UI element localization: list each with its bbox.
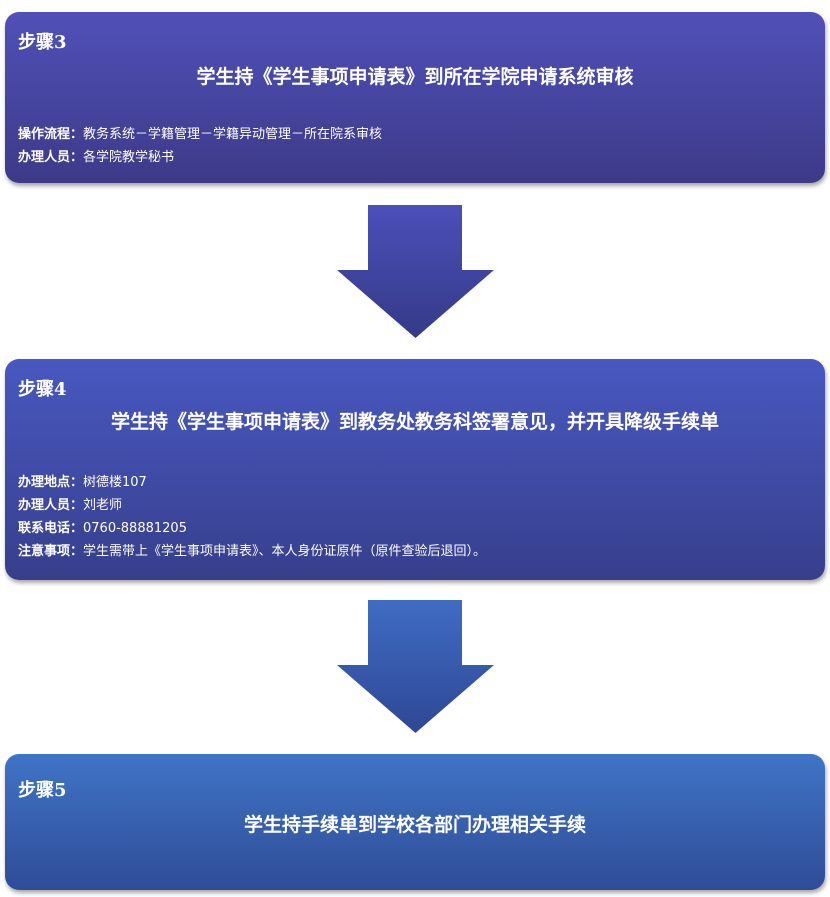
detail-key: 注意事项： — [18, 544, 84, 559]
step-title: 学生持《学生事项申请表》到教务处教务科签署意见，并开具降级手续单 — [110, 411, 719, 433]
step-4-box: 步骤4 学生持《学生事项申请表》到教务处教务科签署意见，并开具降级手续单 办理地… — [5, 359, 825, 580]
detail-key: 操作流程： — [18, 127, 84, 142]
detail-value: 各学院教学秘书 — [83, 150, 175, 165]
detail-row: 注意事项：学生需带上《学生事项申请表》、本人身份证原件（原件查验后退回）。 — [18, 540, 486, 563]
step-label: 步骤4 — [18, 379, 67, 400]
step-label: 步骤5 — [18, 780, 67, 801]
step-3-box: 步骤3 学生持《学生事项申请表》到所在学院申请系统审核 操作流程：教务系统－学籍… — [5, 12, 825, 183]
detail-row: 办理人员：各学院教学秘书 — [18, 146, 382, 169]
detail-value: 教务系统－学籍管理－学籍异动管理－所在院系审核 — [83, 127, 383, 142]
detail-key: 联系电话： — [18, 521, 84, 536]
detail-key: 办理地点： — [18, 475, 84, 490]
detail-row: 办理人员：刘老师 — [18, 494, 486, 517]
detail-value: 学生需带上《学生事项申请表》、本人身份证原件（原件查验后退回）。 — [83, 544, 487, 559]
detail-row: 操作流程：教务系统－学籍管理－学籍异动管理－所在院系审核 — [18, 123, 382, 146]
detail-row: 联系电话：0760-88881205 — [18, 517, 486, 540]
step-details: 操作流程：教务系统－学籍管理－学籍异动管理－所在院系审核 办理人员：各学院教学秘… — [18, 123, 382, 169]
step-details: 办理地点：树德楼107 办理人员：刘老师 联系电话：0760-88881205 … — [18, 471, 486, 563]
detail-value: 刘老师 — [83, 498, 123, 513]
step-label: 步骤3 — [18, 32, 67, 53]
down-arrow-icon — [337, 600, 494, 733]
down-arrow-icon — [337, 205, 494, 338]
step-5-box: 步骤5 学生持手续单到学校各部门办理相关手续 — [5, 754, 825, 890]
detail-value: 0760-88881205 — [83, 521, 187, 536]
detail-row: 办理地点：树德楼107 — [18, 471, 486, 494]
step-title: 学生持《学生事项申请表》到所在学院申请系统审核 — [196, 66, 634, 88]
step-title: 学生持手续单到学校各部门办理相关手续 — [243, 814, 586, 836]
detail-key: 办理人员： — [18, 498, 84, 513]
detail-key: 办理人员： — [18, 150, 84, 165]
detail-value: 树德楼107 — [83, 475, 147, 490]
